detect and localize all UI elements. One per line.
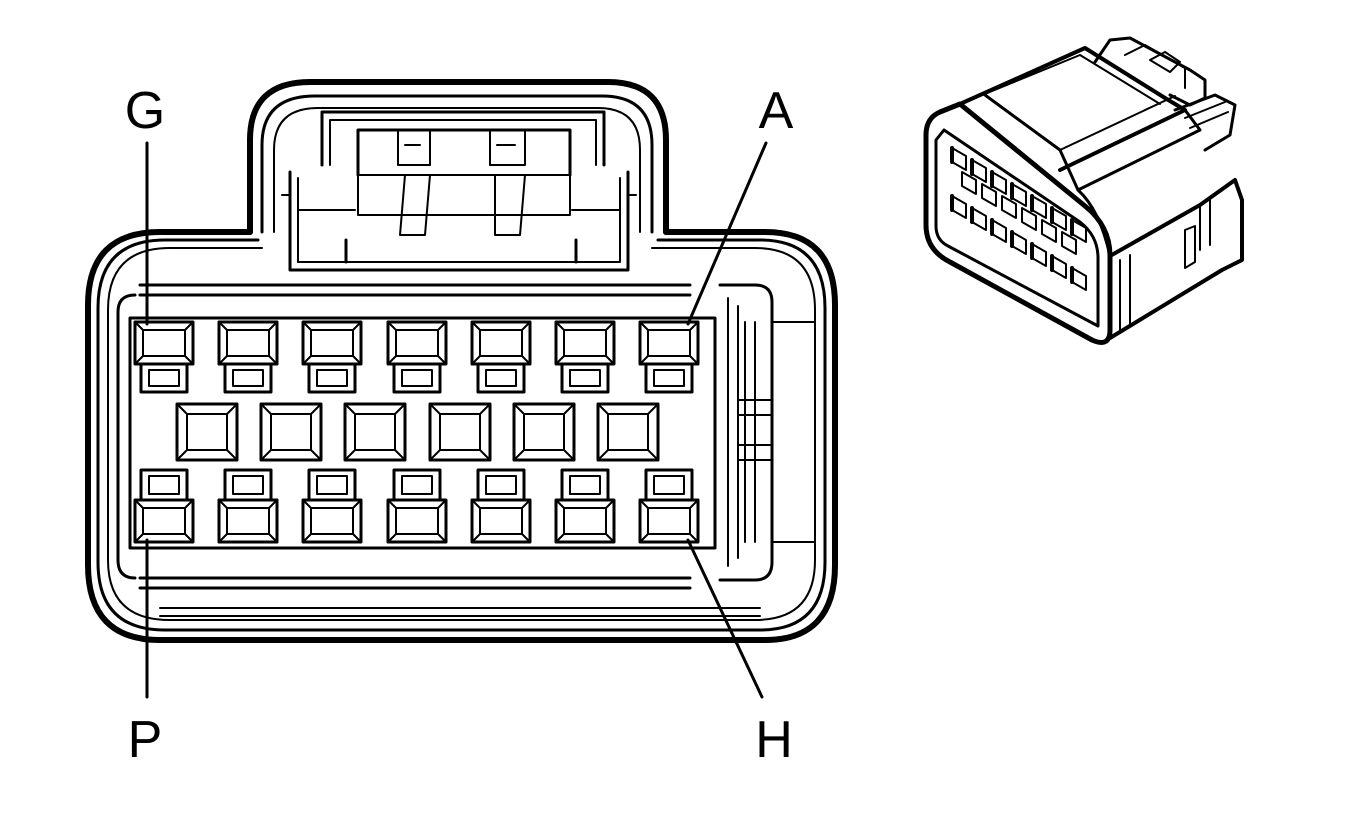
terminal-cavity [512, 402, 576, 462]
leader-line-h [686, 538, 764, 699]
terminal-row-top [133, 320, 700, 394]
terminal-cavity [554, 320, 616, 394]
terminal-cavity [301, 468, 363, 544]
terminal-cavity [638, 468, 700, 544]
pin-label-h: H [755, 711, 793, 769]
terminal-cavity [175, 402, 239, 462]
terminal-cavity [638, 320, 700, 394]
terminal-cavity [554, 468, 616, 544]
pin-label-p: P [128, 711, 163, 769]
terminal-cavity [470, 320, 532, 394]
pin-label-a: A [759, 82, 794, 140]
terminal-cavity [217, 468, 279, 544]
terminal-cavity [596, 402, 660, 462]
connector-face-view [85, 79, 838, 699]
terminal-cavity [217, 320, 279, 394]
terminal-cavity [428, 402, 492, 462]
terminal-row-bottom [133, 468, 700, 544]
pin-label-g: G [125, 82, 165, 140]
terminal-cavity [386, 320, 448, 394]
leader-lines [145, 141, 768, 699]
latch-housing [247, 79, 669, 272]
leader-line-a [686, 141, 768, 326]
terminal-row-middle [175, 402, 660, 462]
pin-labels: G A P H [125, 82, 794, 769]
connector-isometric-view [923, 36, 1244, 345]
terminal-cavity [301, 320, 363, 394]
terminal-cavity [133, 320, 195, 394]
terminal-cavity [343, 402, 407, 462]
terminal-cavity [259, 402, 323, 462]
terminal-cavity [470, 468, 532, 544]
terminal-cavity [133, 468, 195, 544]
connector-shell [85, 229, 838, 643]
terminal-cavity [386, 468, 448, 544]
